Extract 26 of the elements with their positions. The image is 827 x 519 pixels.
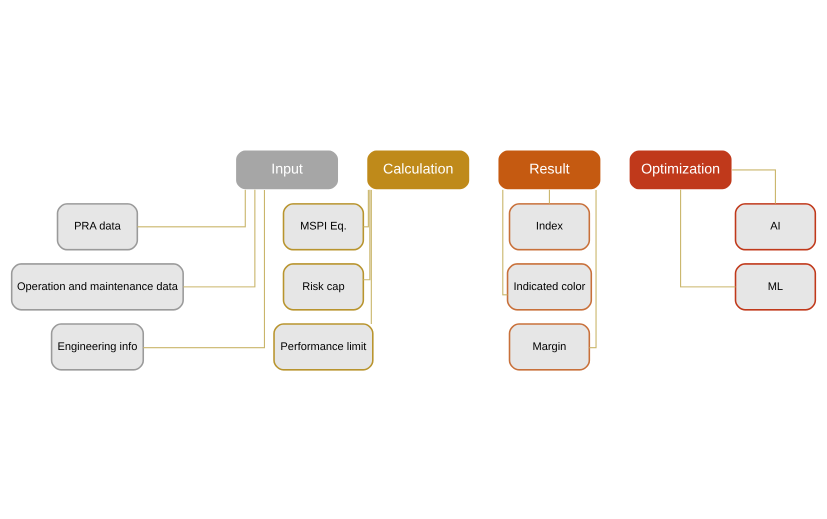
- connector: [143, 189, 265, 348]
- node-box: Index: [508, 202, 590, 250]
- connector: [363, 189, 370, 280]
- connector: [137, 189, 246, 227]
- node-box: Operation and maintenance data: [10, 262, 184, 310]
- node-box: Engineering info: [50, 322, 144, 370]
- connector: [370, 189, 372, 324]
- connector: [680, 189, 736, 287]
- connector: [589, 189, 597, 348]
- node-box: Calculation: [366, 149, 470, 190]
- node-box: Input: [235, 149, 339, 190]
- node-box: Risk cap: [282, 262, 364, 310]
- node-box: AI: [734, 202, 816, 250]
- node-box: Optimization: [628, 149, 732, 190]
- node-box: Margin: [508, 322, 590, 370]
- connector: [364, 189, 369, 227]
- node-box: Result: [498, 149, 602, 190]
- node-box: Indicated color: [506, 262, 592, 310]
- node-box: PRA data: [56, 202, 138, 250]
- node-box: ML: [734, 262, 816, 310]
- node-box: Performance limit: [273, 322, 374, 370]
- connector: [502, 189, 508, 295]
- connector: [548, 189, 550, 204]
- connector: [183, 189, 256, 287]
- connector: [732, 168, 776, 204]
- node-box: MSPI Eq.: [282, 202, 364, 250]
